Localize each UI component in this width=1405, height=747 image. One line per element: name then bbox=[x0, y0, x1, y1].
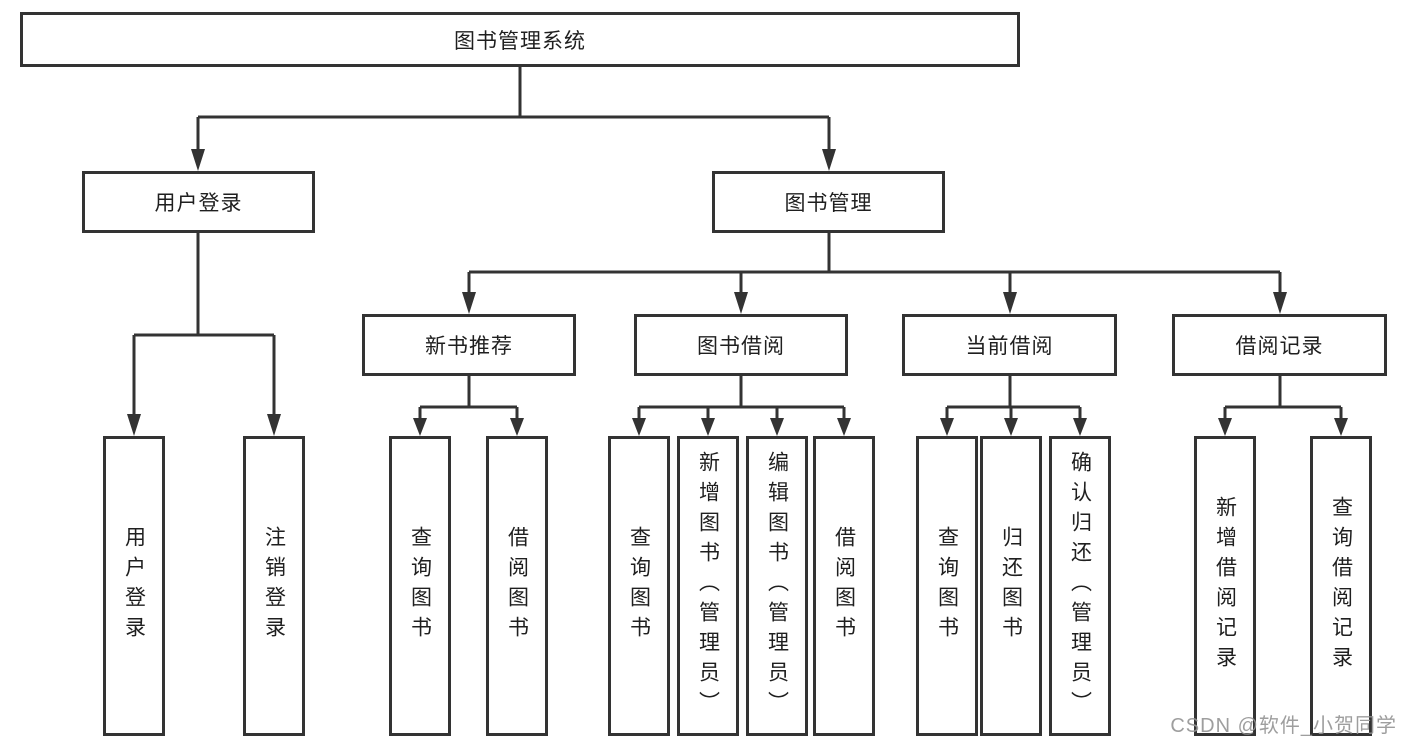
leaf-br-add-record: 新增借阅记录 bbox=[1194, 436, 1256, 736]
node-label: 借阅图书 bbox=[505, 526, 529, 646]
node-label: 新书推荐 bbox=[425, 335, 513, 358]
node-label: 查询图书 bbox=[627, 526, 651, 646]
node-book-borrowing: 图书借阅 bbox=[634, 314, 848, 376]
node-label: 确认归还（管理员） bbox=[1068, 451, 1092, 721]
node-new-book-recommendation: 新书推荐 bbox=[362, 314, 576, 376]
leaf-cb-confirm-return-admin: 确认归还（管理员） bbox=[1049, 436, 1111, 736]
node-label: 查询图书 bbox=[408, 526, 432, 646]
leaf-cb-return-books: 归还图书 bbox=[980, 436, 1042, 736]
leaf-rec-query-books: 查询图书 bbox=[389, 436, 451, 736]
leaf-cb-query-books: 查询图书 bbox=[916, 436, 978, 736]
node-label: 新增图书（管理员） bbox=[696, 451, 720, 721]
node-current-borrowing: 当前借阅 bbox=[902, 314, 1117, 376]
node-label: 查询图书 bbox=[935, 526, 959, 646]
leaf-rec-borrow-books: 借阅图书 bbox=[486, 436, 548, 736]
node-book-management-module: 图书管理 bbox=[712, 171, 945, 233]
node-user-login-module: 用户登录 bbox=[82, 171, 315, 233]
node-label: 用户登录 bbox=[122, 526, 146, 646]
leaf-bb-borrow-books: 借阅图书 bbox=[813, 436, 875, 736]
leaf-user-login: 用户登录 bbox=[103, 436, 165, 736]
node-label: 当前借阅 bbox=[965, 335, 1054, 358]
node-label: 图书管理 bbox=[784, 192, 873, 215]
leaf-bb-query-books: 查询图书 bbox=[608, 436, 670, 736]
node-label: 图书借阅 bbox=[697, 335, 785, 358]
node-label: 借阅图书 bbox=[832, 526, 856, 646]
node-label: 新增借阅记录 bbox=[1213, 496, 1237, 676]
node-borrowing-records: 借阅记录 bbox=[1172, 314, 1387, 376]
node-label: 图书管理系统 bbox=[454, 29, 586, 53]
node-root-system: 图书管理系统 bbox=[20, 12, 1020, 67]
node-label: 编辑图书（管理员） bbox=[765, 451, 789, 721]
leaf-logout: 注销登录 bbox=[243, 436, 305, 736]
node-label: 借阅记录 bbox=[1235, 335, 1324, 358]
leaf-br-query-record: 查询借阅记录 bbox=[1310, 436, 1372, 736]
node-label: 归还图书 bbox=[999, 526, 1023, 646]
leaf-bb-add-books-admin: 新增图书（管理员） bbox=[677, 436, 739, 736]
leaf-bb-edit-books-admin: 编辑图书（管理员） bbox=[746, 436, 808, 736]
csdn-watermark: CSDN @软件_小贺同学 bbox=[1170, 715, 1397, 737]
node-label: 查询借阅记录 bbox=[1329, 496, 1353, 676]
node-label: 注销登录 bbox=[262, 526, 286, 646]
node-label: 用户登录 bbox=[154, 192, 243, 215]
